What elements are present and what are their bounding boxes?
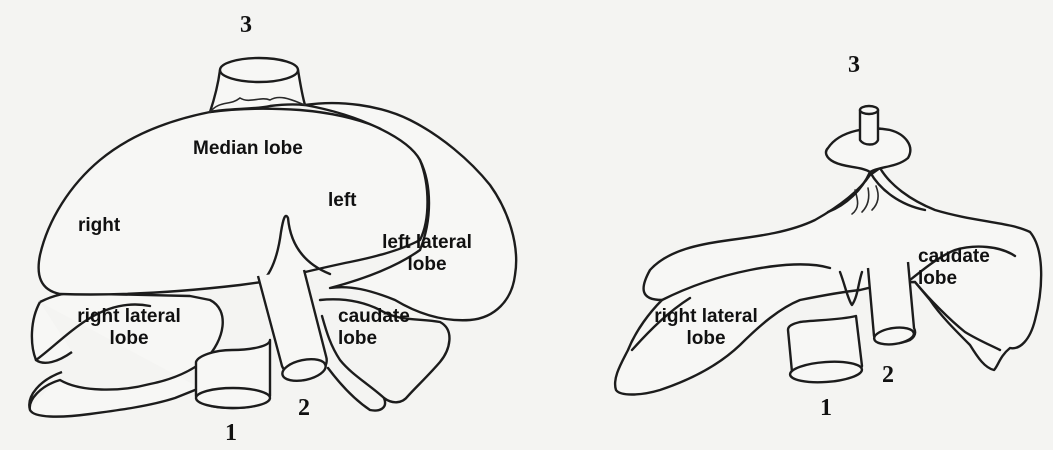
right-label-right-lateral-lobe: right lateral lobe — [641, 306, 771, 350]
left-median-lobe — [39, 109, 428, 295]
right-number-3: 3 — [848, 52, 860, 79]
left-number-2: 2 — [298, 395, 310, 422]
left-label-left-lateral-lobe: left lateral lobe — [382, 232, 472, 276]
right-number-2: 2 — [882, 362, 894, 389]
left-label-median-lobe: Median lobe — [193, 138, 303, 160]
left-vessel-3-top — [220, 58, 298, 82]
left-label-right-lateral-lobe: right lateral lobe — [64, 306, 194, 350]
left-label-left: left — [328, 190, 357, 212]
left-label-right: right — [78, 215, 120, 237]
left-label-caudate-lobe: caudate lobe — [338, 306, 428, 350]
right-number-1: 1 — [820, 395, 832, 422]
right-label-caudate-lobe: caudate lobe — [918, 246, 1008, 290]
left-number-1: 1 — [225, 420, 237, 447]
left-number-3: 3 — [240, 12, 252, 39]
